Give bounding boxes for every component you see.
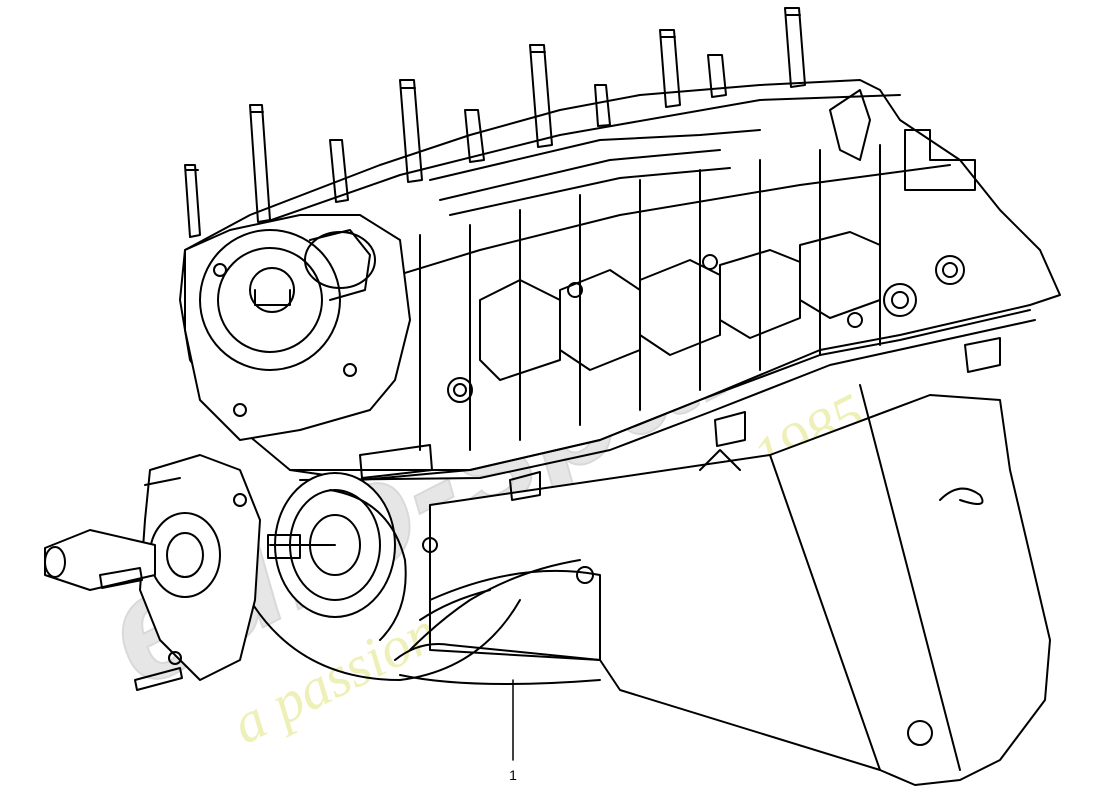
timing-cover <box>184 214 411 441</box>
crankcase <box>179 79 1061 481</box>
callout-1: 1 <box>509 767 517 783</box>
accessory-bracket <box>44 454 261 691</box>
cylinder-studs <box>184 7 806 238</box>
oil-sump <box>394 384 1051 786</box>
crank-pulley <box>249 472 521 681</box>
flange-bolts <box>359 337 1001 584</box>
engine-block-assembly <box>44 7 1061 786</box>
